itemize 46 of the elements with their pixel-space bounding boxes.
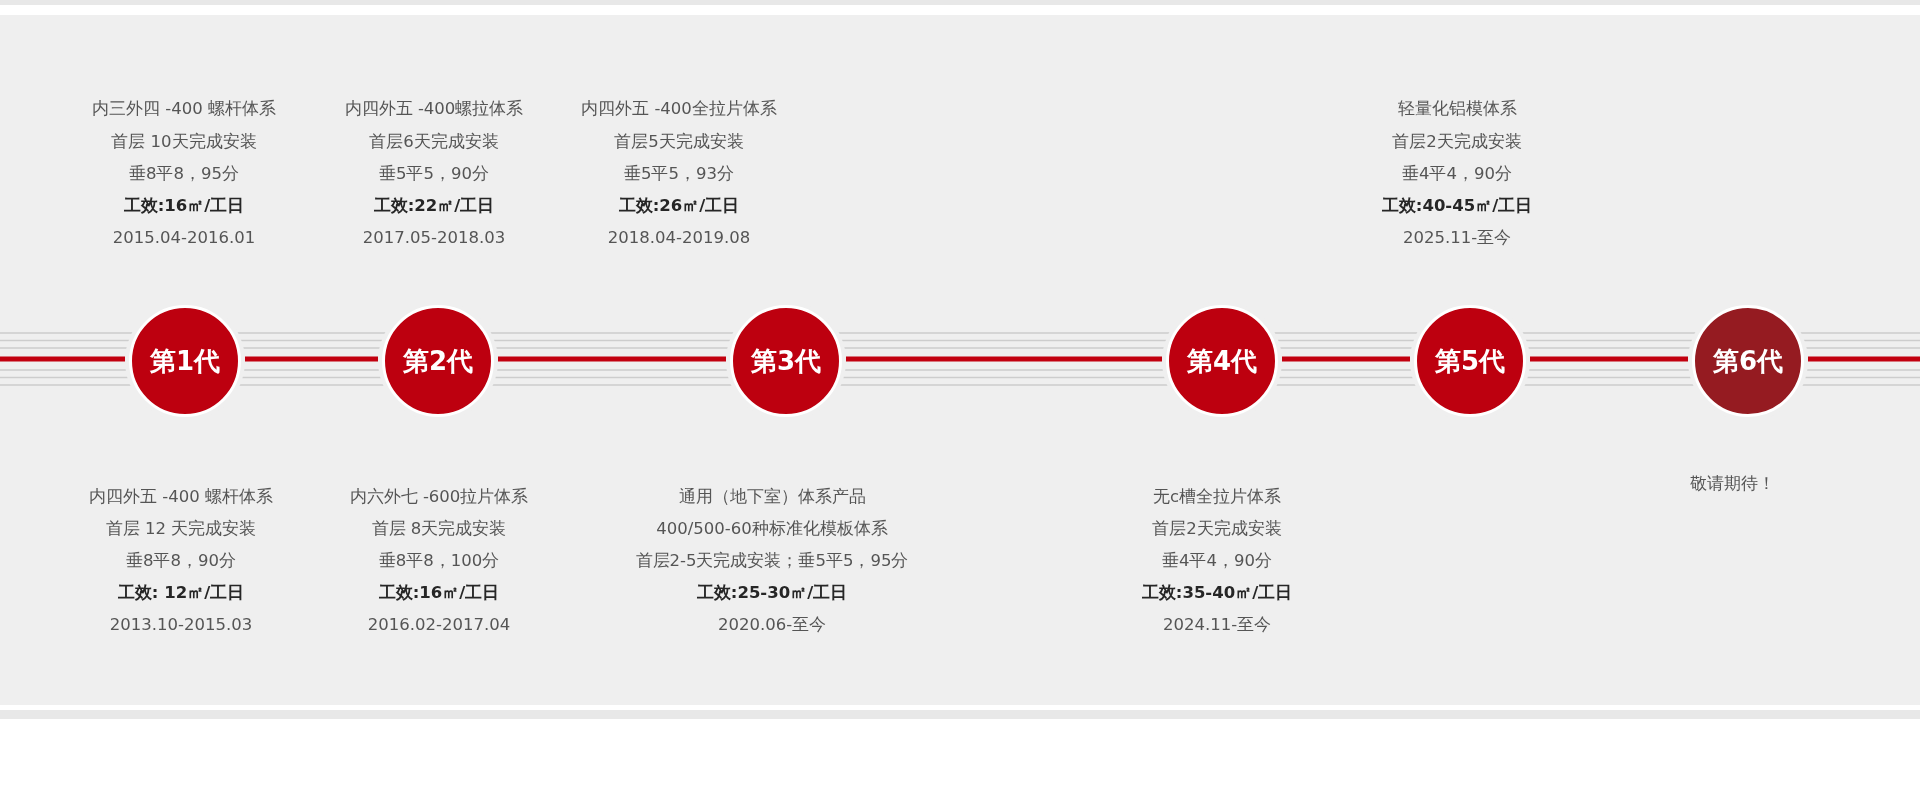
note-text: 敬请期待！: [1689, 474, 1775, 494]
efficiency-text: 工效:25-30㎡/工日: [696, 583, 848, 603]
spec-text: 内四外五 -400全拉片体系: [581, 99, 777, 119]
spec-text: 400/500-60种标准化模板体系: [656, 519, 888, 539]
efficiency-text: 工效:35-40㎡/工日: [1141, 583, 1293, 603]
spec-text: 2018.04-2019.08: [607, 228, 751, 248]
efficiency-text: 工效:22㎡/工日: [373, 195, 495, 216]
spec-text: 无c槽全拉片体系: [1152, 487, 1282, 507]
timeline-line: [245, 356, 378, 362]
spec-text: 垂4平4，90分: [1162, 551, 1272, 571]
spec-text: 首层6天完成安装: [369, 131, 499, 152]
spec-text: 首层5天完成安装: [614, 131, 744, 152]
spec-text: 垂8平8，90分: [126, 551, 236, 571]
spec-text: 内四外五 -400 螺杆体系: [89, 487, 273, 507]
spec-text: 首层 10天完成安装: [111, 131, 257, 152]
spec-text: 首层 12 天完成安装: [105, 519, 257, 539]
spec-text: 2017.05-2018.03: [362, 228, 506, 248]
efficiency-text: 工效:26㎡/工日: [618, 195, 740, 216]
efficiency-text: 工效:16㎡/工日: [378, 583, 500, 603]
spec-text: 首层 8天完成安装: [371, 519, 507, 539]
spec-text: 首层2-5天完成安装；垂5平5，95分: [635, 551, 909, 571]
spec-text: 2020.06-至今: [717, 615, 827, 635]
spec-text: 2025.11-至今: [1402, 228, 1512, 248]
spec-text: 内四外五 -400螺拉体系: [344, 99, 524, 119]
spec-text: 内三外四 -400 螺杆体系: [92, 99, 276, 119]
timeline-line: [1530, 356, 1688, 362]
timeline-line: [1282, 356, 1410, 362]
spec-text: 垂5平5，93分: [624, 163, 734, 184]
efficiency-text: 工效:16㎡/工日: [123, 195, 245, 216]
spec-text: 垂8平8，100分: [378, 551, 500, 571]
spec-text: 垂8平8，95分: [129, 163, 239, 184]
spec-text: 内六外七 -600拉片体系: [349, 487, 529, 507]
efficiency-text: 工效:40-45㎡/工日: [1381, 195, 1533, 216]
spec-text: 2024.11-至今: [1162, 615, 1272, 635]
spec-text: 首层2天完成安装: [1152, 519, 1282, 539]
spec-text: 垂4平4，90分: [1402, 163, 1512, 184]
spec-text: 垂5平5，90分: [379, 163, 489, 184]
timeline-line: [498, 356, 726, 362]
timeline-line: [846, 356, 1162, 362]
spec-text: 通用（地下室）体系产品: [678, 487, 866, 507]
efficiency-text: 工效: 12㎡/工日: [117, 583, 245, 603]
spec-text: 2015.04-2016.01: [112, 228, 256, 248]
spec-text: 首层2天完成安装: [1392, 131, 1522, 152]
spec-text: 2016.02-2017.04: [367, 615, 511, 635]
spec-text: 轻量化铝模体系: [1397, 99, 1517, 119]
spec-text: 2013.10-2015.03: [109, 615, 253, 635]
